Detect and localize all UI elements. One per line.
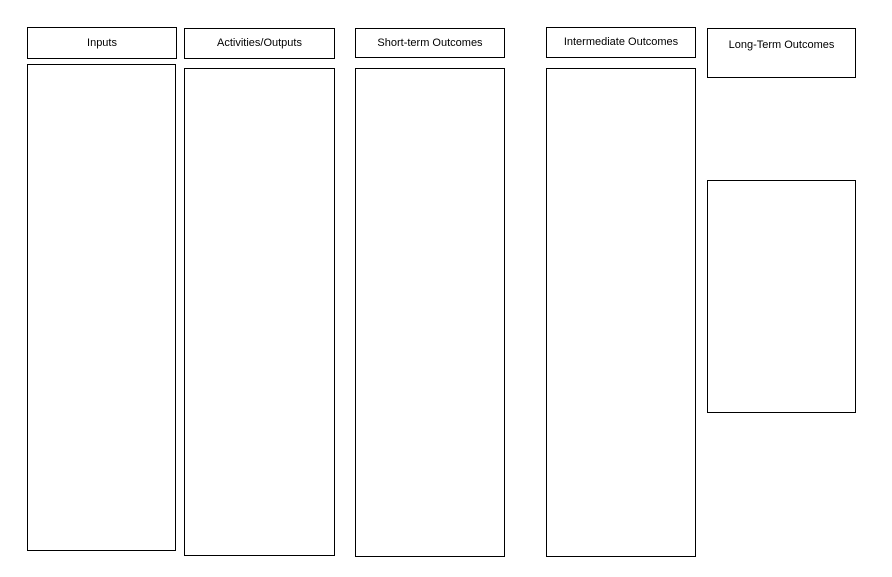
column-header-short-term-outcomes: Short-term Outcomes [355,28,505,58]
column-header-long-term-outcomes: Long-Term Outcomes [707,28,856,78]
column-body-short-term-outcomes [355,68,505,557]
column-body-activities-outputs [184,68,335,556]
column-body-intermediate-outcomes [546,68,696,557]
column-header-inputs-label: Inputs [87,36,117,49]
column-header-inputs: Inputs [27,27,177,59]
column-header-long-term-outcomes-label: Long-Term Outcomes [728,39,835,51]
column-header-short-term-outcomes-label: Short-term Outcomes [377,36,483,49]
column-header-intermediate-outcomes: Intermediate Outcomes [546,27,696,58]
column-header-intermediate-outcomes-label: Intermediate Outcomes [563,36,679,48]
column-body-long-term-outcomes [707,180,856,413]
column-body-inputs [27,64,176,551]
column-header-activities-outputs: Activities/Outputs [184,28,335,59]
column-header-activities-outputs-label: Activities/Outputs [217,37,302,49]
